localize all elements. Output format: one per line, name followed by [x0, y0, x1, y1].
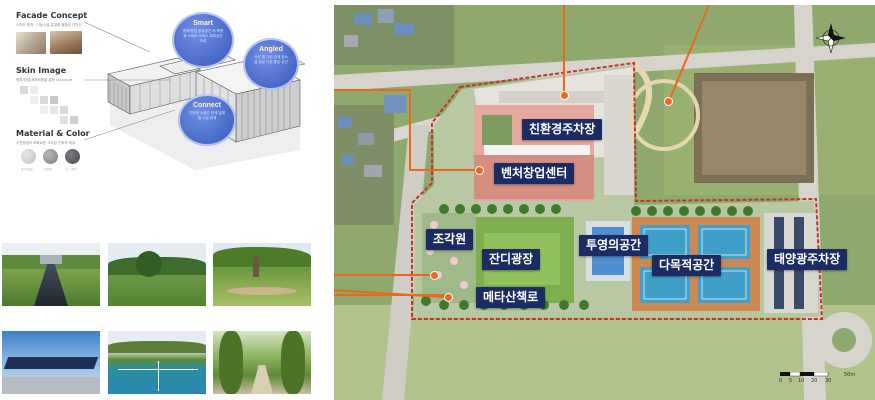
- photo-sculpture-garden: [213, 243, 311, 306]
- compass-rose-icon: [816, 23, 846, 53]
- label-transparent-space: 투영의공간: [579, 235, 649, 256]
- material-subtitle: 주변환경과 조화로운 고지된 친화적 재질: [16, 141, 76, 145]
- material-swatch-dark: [65, 149, 80, 164]
- label-metasequoia-path: 메타산책로: [476, 287, 546, 308]
- label-multipurpose-space: 다목적공간: [652, 255, 722, 276]
- label-venture-center: 벤처창업센터: [494, 163, 575, 184]
- skin-pattern: [20, 86, 78, 124]
- photo-solar-canopy: [2, 331, 100, 394]
- skin-title: Skin Image: [16, 66, 67, 75]
- scale-tick-20: 20: [811, 378, 818, 384]
- bubble-connect-title: Connect: [193, 102, 221, 109]
- photo-water-pool: [2, 243, 100, 306]
- label-eco-parking: 친환경주차장: [522, 119, 603, 140]
- site-plan-map: 친환경주차장 벤처창업센터 조각원 잔디광장 투영의공간 다목적공간 태양광주차…: [334, 5, 875, 400]
- material-swatch-label-2: 그레이톤: [43, 168, 53, 171]
- concept-leader-lines: [83, 21, 176, 141]
- bubble-angled-title: Angled: [259, 46, 283, 53]
- facade-thumb-1: [16, 32, 46, 54]
- marker-eco-parking: [560, 91, 569, 100]
- concept-bubble-angled: Angled 사선 및 그린 관계 장소성 공유 기분 좋은 공간: [243, 38, 299, 90]
- facade-subtitle: 스마트 벤처 · 기능시설 분절화 융합된 디자인: [16, 23, 82, 27]
- bubble-smart-desc: 벤처/창업 공유공간 의 복합화 스마트 오피스 특화공간 조성: [182, 29, 224, 43]
- scale-tick-30: 30: [825, 378, 832, 384]
- photo-lawn-field: [108, 243, 206, 306]
- marker-park: [664, 97, 673, 106]
- facade-title: Facade Concept: [16, 11, 88, 20]
- bubble-angled-desc: 사선 및 그린 관계 장소성 공유 기분 좋은 공간: [254, 55, 288, 64]
- label-lawn-plaza: 잔디광장: [482, 249, 541, 270]
- material-swatch-label-3: 다크그레이: [65, 168, 77, 171]
- marker-meta: [444, 293, 453, 302]
- label-sculpture-garden: 조각원: [426, 229, 474, 250]
- bubble-connect-desc: 다양한 시설간 연계 일체형 시설 위계: [188, 111, 226, 120]
- concept-bubble-connect: Connect 다양한 시설간 연계 일체형 시설 위계: [178, 94, 236, 146]
- scale-tick-0: 0: [779, 378, 783, 384]
- photo-metasequoia-path: [213, 331, 311, 394]
- marker-lawn: [430, 271, 439, 280]
- facade-thumb-2: [50, 31, 82, 54]
- scale-tick-10: 10: [798, 378, 805, 384]
- site-plan-drawing: [334, 5, 875, 400]
- scale-unit: 50m: [844, 372, 856, 378]
- skin-subtitle: 벤처/창업/체육체험을 통한 Structure: [16, 78, 73, 82]
- bubble-smart-title: Smart: [193, 20, 213, 27]
- marker-venture: [475, 166, 484, 175]
- material-swatch-gray: [43, 149, 58, 164]
- material-swatch-white: [21, 149, 36, 164]
- scale-bar-graphic: [780, 372, 829, 377]
- photo-tennis-court: [108, 331, 206, 394]
- material-swatch-label-1: 화이트패널: [21, 168, 33, 171]
- concept-bubble-smart: Smart 벤처/창업 공유공간 의 복합화 스마트 오피스 특화공간 조성: [172, 12, 234, 68]
- scale-tick-5: 5: [789, 378, 793, 384]
- label-solar-parking: 태양광주차장: [767, 249, 848, 270]
- material-title: Material & Color: [16, 129, 90, 138]
